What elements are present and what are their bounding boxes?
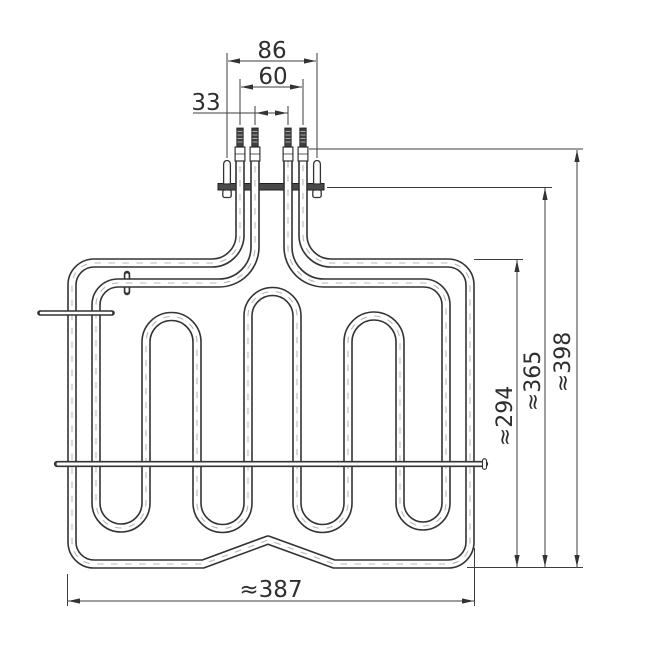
- dim-label-294: ≈294: [493, 386, 518, 446]
- dim-stud-spacing: 86: [226, 38, 318, 158]
- mounting-stud-right: [312, 159, 322, 199]
- dimension-annotations: 86 60 33 ≈294: [67, 38, 583, 606]
- arrow-up-icon: [514, 260, 520, 272]
- outer-circuit-tube: [72, 152, 470, 564]
- terminal-pin-3: [282, 127, 294, 162]
- mounting-stud-left: [222, 159, 232, 199]
- dim-label-33: 33: [191, 90, 220, 116]
- dim-label-398: ≈398: [551, 332, 576, 392]
- arrow-left-icon: [68, 598, 80, 604]
- arrow-right-icon: [304, 58, 316, 64]
- arrow-up-icon: [574, 150, 580, 162]
- arrow-down-icon: [542, 555, 548, 567]
- dim-label-387: ≈387: [239, 577, 302, 603]
- dim-terminal-outer-spacing: 60: [239, 64, 304, 125]
- dim-height-from-bracket: ≈365: [327, 187, 552, 567]
- dim-body-height: ≈294: [474, 259, 523, 567]
- arrow-right-icon: [275, 110, 287, 116]
- arrow-left-icon: [228, 58, 240, 64]
- dim-overall-width: ≈387: [67, 548, 475, 606]
- arrow-down-icon: [574, 555, 580, 567]
- arrow-up-icon: [542, 188, 548, 200]
- arrow-left-icon: [256, 110, 268, 116]
- terminal-pins: [234, 127, 309, 162]
- heating-element: [37, 127, 489, 564]
- terminal-pin-1: [234, 127, 246, 162]
- arrow-right-icon: [462, 598, 474, 604]
- dim-label-86: 86: [257, 38, 286, 64]
- inner-circuit-tube: [96, 152, 446, 529]
- mounting-bracket: [217, 183, 325, 191]
- arrow-left-icon: [241, 84, 253, 90]
- cross-support-rod: [53, 458, 489, 470]
- terminal-pin-2: [249, 127, 261, 162]
- arrow-down-icon: [514, 555, 520, 567]
- dim-terminal-inner-spacing: 33: [191, 90, 289, 125]
- arrow-right-icon: [290, 84, 302, 90]
- terminal-pin-4: [297, 127, 309, 162]
- dim-overall-height: ≈398: [309, 148, 583, 568]
- dim-label-60: 60: [258, 64, 287, 90]
- dim-label-365: ≈365: [521, 351, 546, 411]
